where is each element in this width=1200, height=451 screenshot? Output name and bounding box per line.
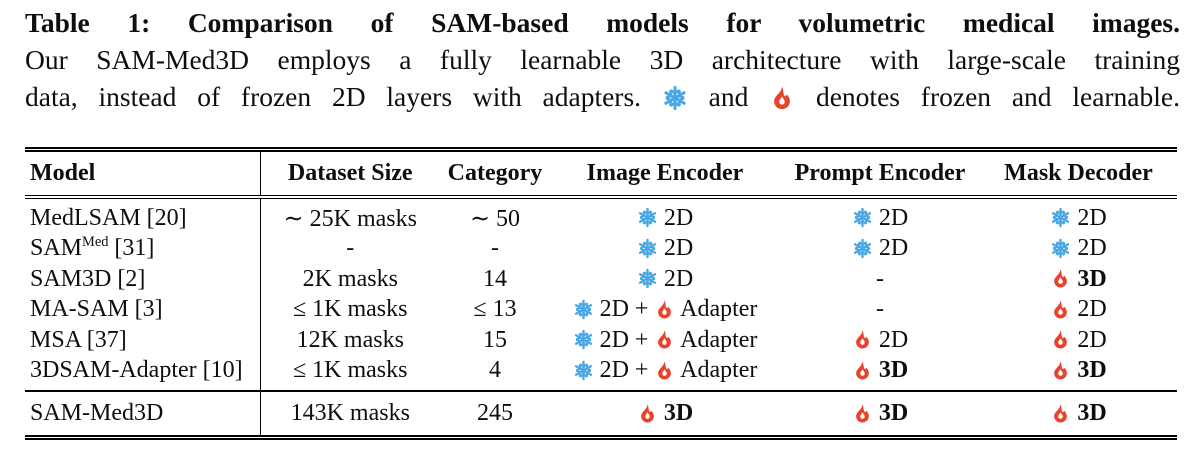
prompt-encoder-cell: 2D	[780, 234, 980, 265]
image-encoder-cell: 2D	[550, 264, 780, 295]
snowflake-icon	[573, 296, 594, 322]
category-cell: ≤ 13	[473, 296, 517, 323]
image-encoder-cell: 2D + Adapter	[550, 355, 780, 392]
category-cell: ∼ 50	[469, 205, 521, 232]
snowflake-icon	[852, 205, 873, 231]
snowflake-icon	[1050, 235, 1071, 261]
prompt-encoder-cell: -	[876, 265, 884, 292]
model-cell: MSA [37]	[25, 325, 261, 356]
table-row: 3DSAM-Adapter [10] ≤ 1K masks 4 2D + Ada…	[25, 355, 1177, 392]
snowflake-icon	[637, 266, 658, 292]
dataset-size-cell: -	[346, 235, 355, 262]
header-image-encoder: Image Encoder	[550, 147, 780, 199]
mask-decoder-cell: 2D	[980, 325, 1177, 356]
flame-icon	[769, 81, 795, 112]
dataset-size-cell: ∼ 25K masks	[283, 205, 417, 232]
model-cell: MA-SAM [3]	[25, 294, 261, 325]
snowflake-icon	[637, 235, 658, 261]
dataset-size-cell: 2K masks	[302, 265, 398, 292]
model-cell: SAM-Med3D	[25, 391, 261, 440]
header-mask-decoder: Mask Decoder	[980, 147, 1177, 199]
comparison-table: Model Dataset Size Category Image Encode…	[25, 147, 1177, 440]
category-cell: -	[491, 235, 499, 262]
mask-decoder-cell: 2D	[980, 197, 1177, 234]
flame-icon	[852, 357, 873, 383]
flame-icon	[852, 327, 873, 353]
snowflake-icon	[662, 81, 688, 112]
comparison-table-wrapper: Model Dataset Size Category Image Encode…	[25, 147, 1177, 440]
table-row: MSA [37] 12K masks 15 2D + Adapter 2D 2D	[25, 325, 1177, 356]
mask-decoder-cell: 2D	[980, 234, 1177, 265]
header-category: Category	[440, 147, 550, 199]
mask-decoder-cell: 3D	[980, 355, 1177, 392]
dataset-size-cell: ≤ 1K masks	[260, 355, 440, 392]
category-cell: 245	[440, 391, 550, 440]
prompt-encoder-cell: 2D	[780, 197, 980, 234]
caption-line-3: data, instead of frozen 2D layers with a…	[25, 81, 1180, 112]
table-caption: Table 1: Comparison of SAM-based models …	[25, 4, 1180, 115]
image-encoder-cell: 2D + Adapter	[550, 295, 780, 326]
flame-icon	[637, 400, 658, 426]
model-cell: SAMMed [31]	[25, 233, 261, 264]
dataset-size-cell: 12K masks	[296, 326, 404, 353]
flame-icon	[654, 357, 675, 383]
model-cell: MedLSAM [20]	[25, 197, 261, 234]
table-row: SAMMed [31] - - 2D 2D 2D	[25, 233, 1177, 265]
flame-icon	[1050, 266, 1071, 292]
prompt-encoder-cell: -	[876, 296, 884, 323]
snowflake-icon	[637, 205, 658, 231]
snowflake-icon	[852, 235, 873, 261]
mask-decoder-cell: 3D	[980, 391, 1177, 440]
dataset-size-cell: 143K masks	[260, 391, 440, 440]
header-prompt-encoder: Prompt Encoder	[780, 147, 980, 199]
mask-decoder-cell: 2D	[980, 295, 1177, 326]
image-encoder-cell: 2D	[550, 197, 780, 234]
flame-icon	[1050, 327, 1071, 353]
prompt-encoder-cell: 3D	[780, 391, 980, 440]
table-row: SAM3D [2] 2K masks 14 2D - 3D	[25, 264, 1177, 295]
prompt-encoder-cell: 3D	[780, 355, 980, 392]
image-encoder-cell: 3D	[550, 391, 780, 440]
dataset-size-cell: ≤ 1K masks	[292, 296, 408, 323]
category-cell: 15	[483, 326, 507, 353]
flame-icon	[1050, 400, 1071, 426]
model-cell: 3DSAM-Adapter [10]	[25, 355, 261, 392]
image-encoder-cell: 2D + Adapter	[550, 325, 780, 356]
header-row: Model Dataset Size Category Image Encode…	[25, 147, 1177, 199]
table-row-sam-med3d: SAM-Med3D 143K masks 245 3D 3D 3D	[25, 391, 1177, 440]
category-cell: 14	[483, 265, 507, 292]
model-cell: SAM3D [2]	[25, 264, 261, 295]
category-cell: 4	[440, 355, 550, 392]
flame-icon	[852, 400, 873, 426]
table-row: MedLSAM [20] ∼ 25K masks ∼ 50 2D 2D 2D	[25, 197, 1177, 234]
caption-title: Table 1: Comparison of SAM-based models …	[25, 7, 1180, 38]
header-model: Model	[25, 147, 261, 199]
flame-icon	[654, 296, 675, 322]
table-row: MA-SAM [3] ≤ 1K masks ≤ 13 2D + Adapter …	[25, 294, 1177, 326]
model-superscript: Med	[82, 234, 109, 251]
caption-line-2: Our SAM-Med3D employs a fully learnable …	[25, 44, 1180, 75]
flame-icon	[1050, 296, 1071, 322]
image-encoder-cell: 2D	[550, 234, 780, 265]
header-dataset-size: Dataset Size	[260, 147, 440, 199]
snowflake-icon	[1050, 205, 1071, 231]
prompt-encoder-cell: 2D	[780, 325, 980, 356]
flame-icon	[1050, 357, 1071, 383]
mask-decoder-cell: 3D	[980, 264, 1177, 295]
snowflake-icon	[573, 357, 594, 383]
snowflake-icon	[573, 327, 594, 353]
flame-icon	[654, 327, 675, 353]
